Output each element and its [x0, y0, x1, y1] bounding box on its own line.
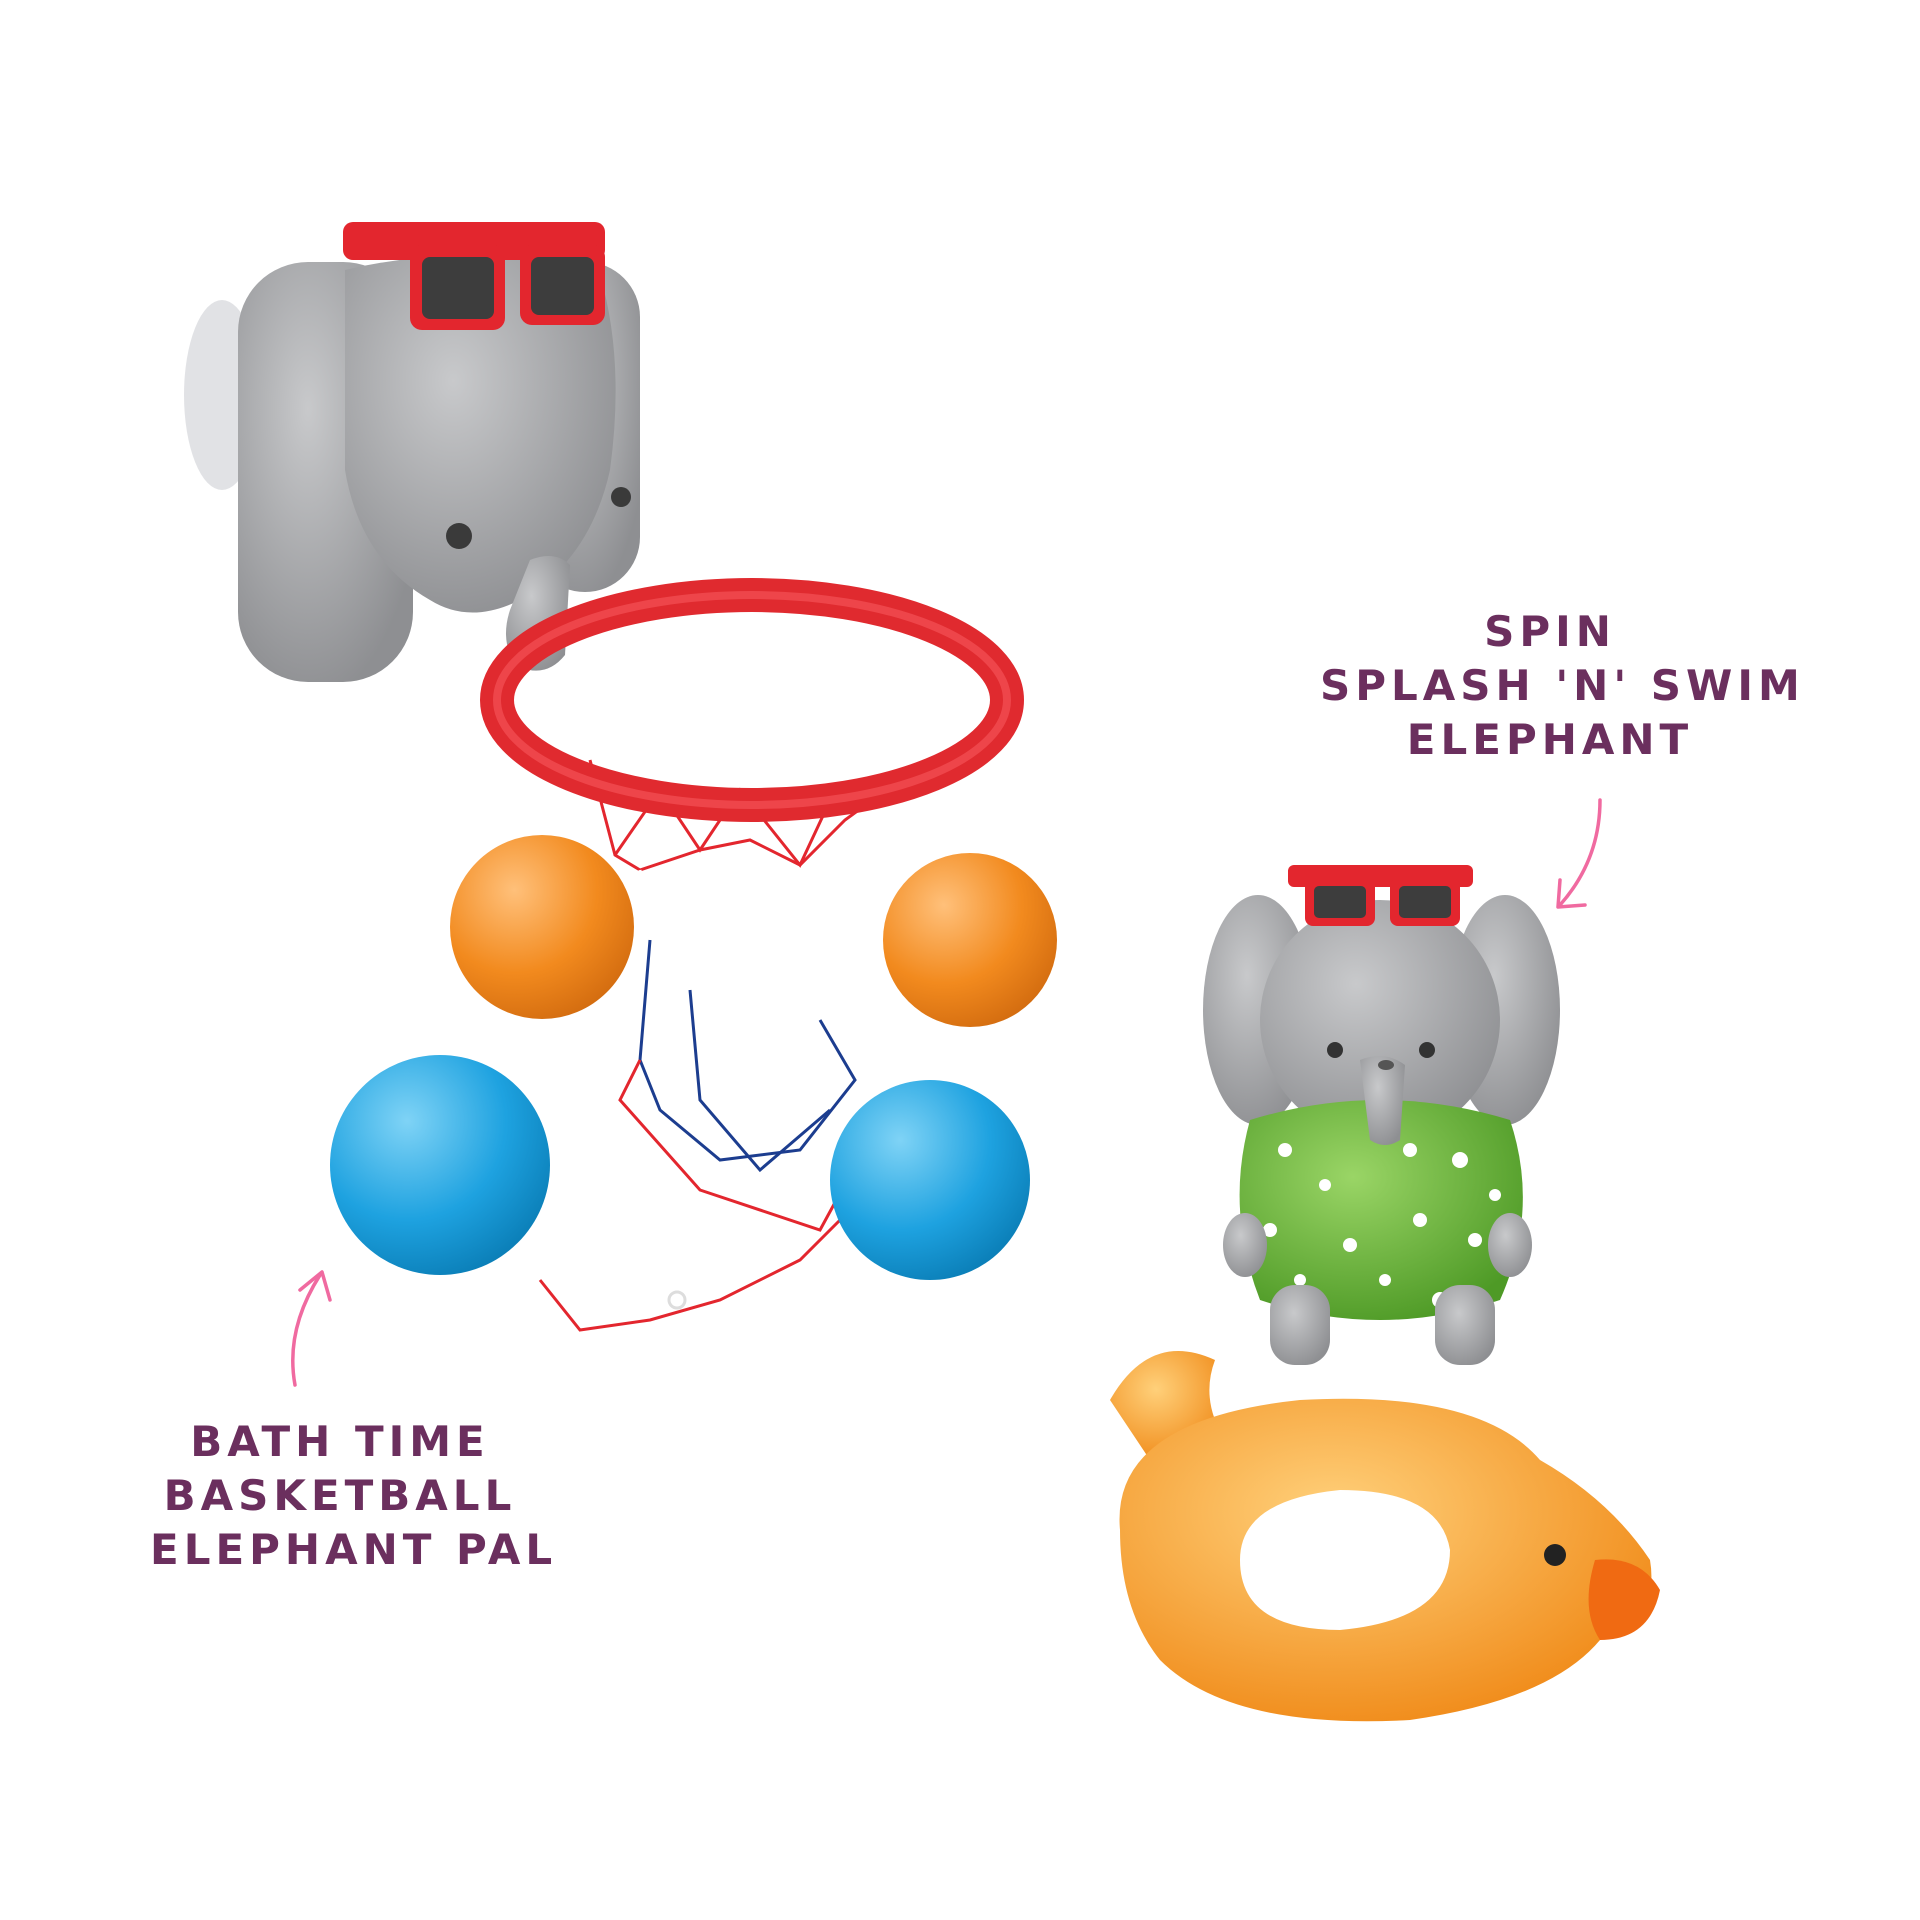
duck-swim-ring: [1110, 1351, 1660, 1722]
label-line: BATH TIME: [190, 1417, 490, 1466]
ball-blue-right: [830, 1080, 1030, 1280]
arrow-left-icon: [291, 1270, 332, 1387]
label-line: SPLASH 'N' SWIM: [1320, 661, 1805, 710]
sunglasses-icon: [343, 222, 605, 330]
label-line: SPIN: [1484, 607, 1616, 656]
elephant-eye-right: [611, 487, 631, 507]
duck-ring-body: [1119, 1398, 1652, 1722]
polka-dots: [1263, 1143, 1501, 1308]
net-bead: [667, 1290, 687, 1310]
swim-elephant-shirt: [1239, 1100, 1523, 1320]
ball-orange-right: [883, 853, 1057, 1027]
basketball-elephant-label: BATH TIME BASKETBALL ELEPHANT PAL: [150, 1415, 558, 1577]
arrow-right-icon: [1556, 798, 1602, 909]
duck-eye: [1544, 1544, 1566, 1566]
label-line: ELEPHANT PAL: [150, 1525, 558, 1574]
ball-blue-left: [330, 1055, 550, 1275]
elephant-eye-left: [446, 523, 472, 549]
basketball-net: [538, 759, 901, 1332]
swim-elephant-trunk: [1360, 1056, 1405, 1145]
swim-elephant-leg-left: [1270, 1285, 1330, 1365]
sunglasses-icon: [1288, 865, 1473, 926]
label-line: ELEPHANT: [1406, 715, 1694, 764]
duck-beak: [1588, 1559, 1660, 1640]
swim-elephant-head: [1260, 900, 1500, 1140]
label-line: BASKETBALL: [163, 1471, 517, 1520]
swim-elephant-toy: [1203, 865, 1560, 1365]
swim-elephant-leg-right: [1435, 1285, 1495, 1365]
elephant-head: [345, 256, 616, 613]
swim-elephant-label: SPIN SPLASH 'N' SWIM ELEPHANT: [1320, 605, 1805, 767]
ball-orange-left: [450, 835, 634, 1019]
